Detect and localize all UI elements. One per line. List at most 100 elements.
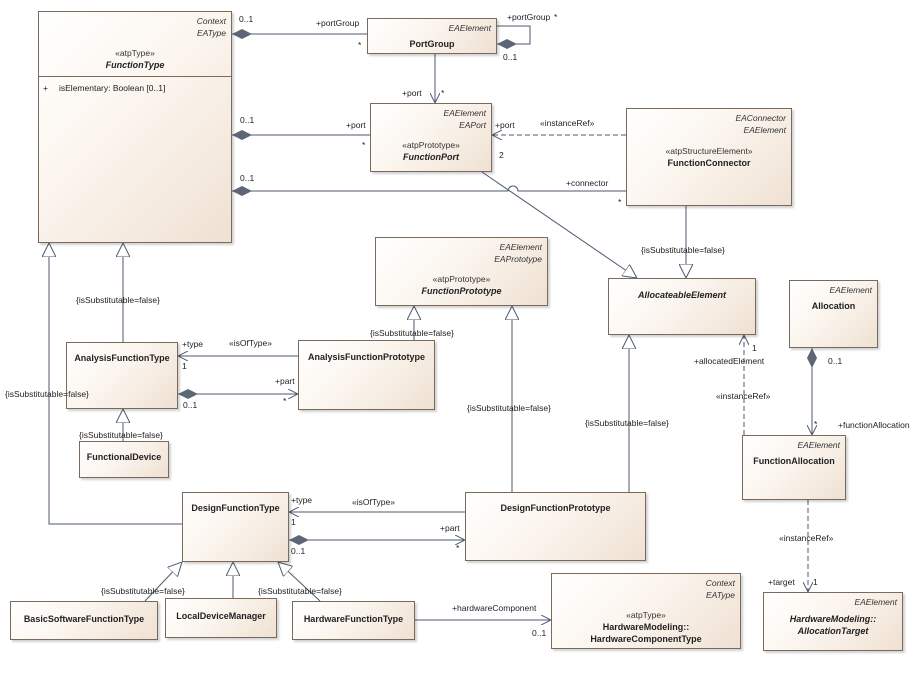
role-label: +port <box>346 120 366 130</box>
stereotype-label: «isOfType» <box>352 497 395 507</box>
role-label: +allocatedElement <box>694 356 765 366</box>
multiplicity-label: * <box>618 197 622 207</box>
stereotype-tag-eatype: EAType <box>706 590 735 600</box>
role-label: +target <box>768 577 795 587</box>
multiplicity-label: 1 <box>752 343 757 353</box>
class-functional-device[interactable]: FunctionalDevice <box>79 441 169 478</box>
class-stereotype: «atpType» <box>115 48 155 58</box>
multiplicity-label: * <box>814 419 818 429</box>
constraint-label: {isSubstitutable=false} <box>101 586 185 596</box>
class-name: DesignFunctionPrototype <box>500 503 611 513</box>
class-function-allocation[interactable]: EAElement FunctionAllocation <box>742 435 846 500</box>
role-label: +connector <box>566 178 609 188</box>
stereotype-tag-eaelement: EAElement <box>499 242 542 252</box>
class-function-type[interactable]: Context EAType «atpType» FunctionType + … <box>38 11 232 243</box>
role-label: +type <box>291 495 313 505</box>
edge-designtype-functiontype <box>49 243 182 525</box>
multiplicity-label: * <box>441 88 445 98</box>
class-name: FunctionAllocation <box>753 456 835 466</box>
class-function-port[interactable]: EAElement EAPort «atpPrototype» Function… <box>370 103 492 172</box>
class-analysis-function-type[interactable]: AnalysisFunctionType <box>66 342 178 409</box>
class-design-function-prototype[interactable]: DesignFunctionPrototype <box>465 492 646 561</box>
class-name: AnalysisFunctionType <box>74 353 170 363</box>
multiplicity-label: 0..1 <box>239 14 254 24</box>
class-name: FunctionType <box>105 60 165 70</box>
class-stereotype: «atpStructureElement» <box>665 146 753 156</box>
multiplicity-label: 0..1 <box>503 52 518 62</box>
role-label: +port <box>402 88 422 98</box>
class-name: BasicSoftwareFunctionType <box>23 614 145 624</box>
multiplicity-label: * <box>283 396 287 406</box>
constraint-label: {isSubstitutable=false} <box>79 430 163 440</box>
class-name: FunctionPrototype <box>421 286 502 296</box>
attribute-visibility: + <box>43 83 48 93</box>
class-stereotype: «atpType» <box>626 610 666 620</box>
multiplicity-label: 1 <box>291 517 296 527</box>
class-name: FunctionConnector <box>667 158 751 168</box>
stereotype-tag-eaconnector: EAConnector <box>735 113 786 123</box>
class-name: AnalysisFunctionPrototype <box>307 352 425 362</box>
class-name: FunctionPort <box>403 152 459 162</box>
class-design-function-type[interactable]: DesignFunctionType <box>182 492 289 562</box>
stereotype-tag-eaprototype: EAPrototype <box>494 254 542 264</box>
multiplicity-label: 0..1 <box>240 115 255 125</box>
constraint-label: {isSubstitutable=false} <box>5 389 89 399</box>
multiplicity-label: 0..1 <box>828 356 843 366</box>
role-label: +hardwareComponent <box>452 603 537 613</box>
stereotype-tag-eaport: EAPort <box>459 120 486 130</box>
class-hardware-function-type[interactable]: HardwareFunctionType <box>292 601 415 640</box>
class-port-group[interactable]: EAElement PortGroup <box>367 18 497 54</box>
constraint-label: {isSubstitutable=false} <box>641 245 725 255</box>
class-name: HardwareFunctionType <box>303 614 404 624</box>
stereotype-tag-eaelement: EAElement <box>854 597 897 607</box>
class-name: PortGroup <box>409 39 455 49</box>
stereotype-tag-eaelement: EAElement <box>448 23 491 33</box>
edge-hardwaretype-designtype <box>278 562 321 602</box>
multiplicity-label: 0..1 <box>532 628 547 638</box>
constraint-label: {isSubstitutable=false} <box>76 295 160 305</box>
attribute-is-elementary: isElementary: Boolean [0..1] <box>59 83 166 93</box>
constraint-label: {isSubstitutable=false} <box>370 328 454 338</box>
stereotype-label: «isOfType» <box>229 338 272 348</box>
multiplicity-label: 1 <box>813 577 818 587</box>
class-allocateable-element[interactable]: AllocateableElement <box>608 278 756 335</box>
multiplicity-label: * <box>456 543 460 553</box>
edge-functiontype-connector <box>232 185 626 196</box>
class-analysis-function-prototype[interactable]: AnalysisFunctionPrototype <box>298 340 435 410</box>
class-function-connector[interactable]: EAConnector EAElement «atpStructureEleme… <box>626 108 792 206</box>
constraint-label: {isSubstitutable=false} <box>467 403 551 413</box>
stereotype-label: «instanceRef» <box>716 391 771 401</box>
class-name: HardwareComponentType <box>590 634 702 644</box>
multiplicity-label: 2 <box>499 150 504 160</box>
class-allocation[interactable]: EAElement Allocation <box>789 280 878 348</box>
multiplicity-label: 1 <box>182 361 187 371</box>
class-name: FunctionalDevice <box>86 452 162 462</box>
multiplicity-label: * <box>358 40 362 50</box>
class-name-package: HardwareModeling:: <box>602 622 690 632</box>
class-name: DesignFunctionType <box>191 503 280 513</box>
stereotype-tag-eaelement: EAElement <box>797 440 840 450</box>
class-name: AllocateableElement <box>637 290 727 300</box>
class-name-package: HardwareModeling:: <box>789 614 877 624</box>
class-stereotype: «atpPrototype» <box>402 140 460 150</box>
stereotype-label: «instanceRef» <box>779 533 834 543</box>
role-label: +functionAllocation <box>838 420 910 430</box>
constraint-label: {isSubstitutable=false} <box>585 418 669 428</box>
class-basic-software-function-type[interactable]: BasicSoftwareFunctionType <box>10 601 158 640</box>
class-function-prototype[interactable]: EAElement EAPrototype «atpPrototype» Fun… <box>375 237 548 306</box>
class-local-device-manager[interactable]: LocalDeviceManager <box>165 598 277 638</box>
constraint-label: {isSubstitutable=false} <box>258 586 342 596</box>
class-name: AllocationTarget <box>797 626 869 636</box>
compartment-divider <box>39 76 231 77</box>
class-name: LocalDeviceManager <box>176 611 266 621</box>
role-label: +portGroup <box>316 18 360 28</box>
stereotype-tag-eatype: EAType <box>197 28 226 38</box>
edge-portgroup-self <box>497 25 531 49</box>
class-name: Allocation <box>811 301 856 311</box>
class-allocation-target[interactable]: EAElement HardwareModeling:: AllocationT… <box>763 592 903 651</box>
class-hardware-component-type[interactable]: Context EAType «atpType» HardwareModelin… <box>551 573 741 649</box>
stereotype-tag-eaelement: EAElement <box>443 108 486 118</box>
edge-port-allocateable <box>481 171 637 278</box>
multiplicity-label: 0..1 <box>240 173 255 183</box>
